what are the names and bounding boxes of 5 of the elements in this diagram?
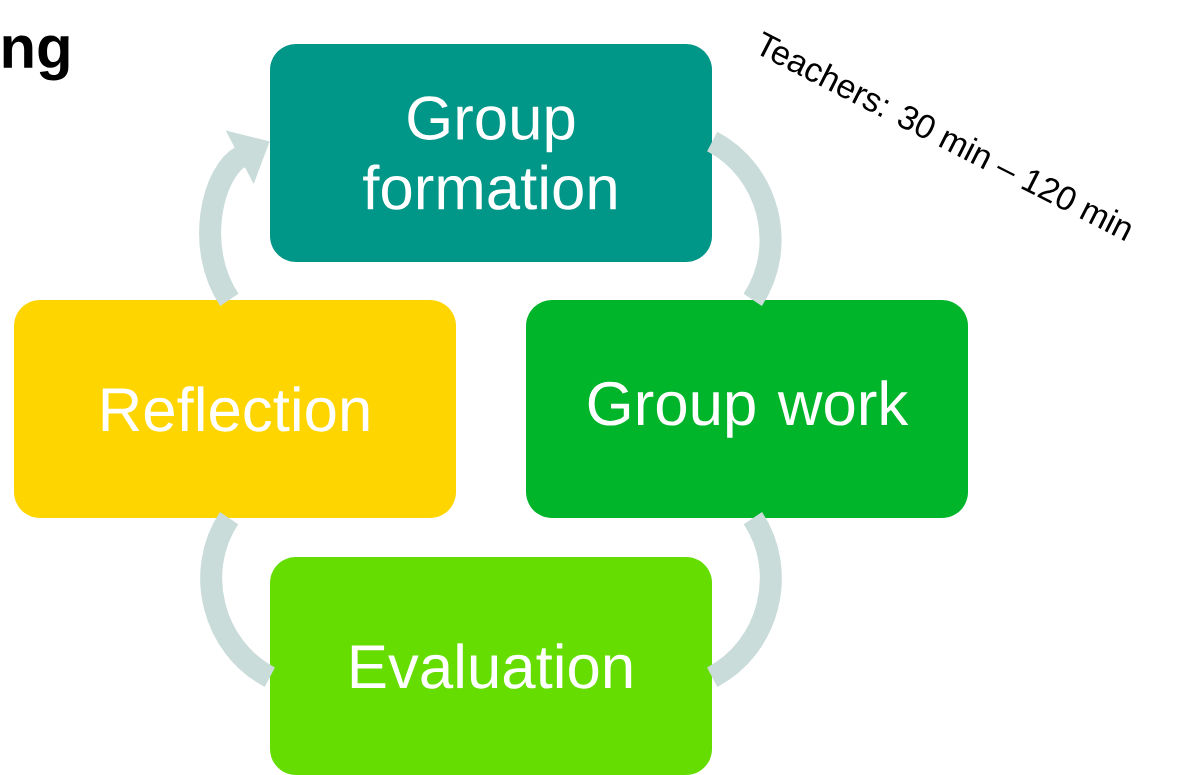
process-box: Group work (526, 300, 968, 518)
process-box: Reflection (14, 300, 456, 518)
heading-text: ng (3, 35, 69, 81)
process-box: Group formation (270, 44, 712, 262)
process-box: Evaluation (270, 557, 712, 775)
